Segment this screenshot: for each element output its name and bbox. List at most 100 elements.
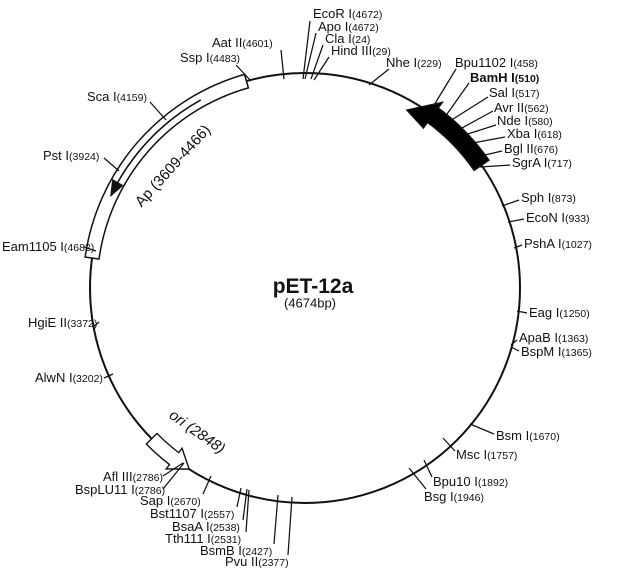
site-label: Sap I(2670) [140,494,201,509]
site-position: (2531) [210,534,242,546]
site-label: PshA I(1027) [524,237,592,252]
leader-line [235,64,252,82]
site-name: Bst1107 I [150,506,204,521]
site-name: Cla I [325,31,352,46]
site-position: (1363) [558,333,589,345]
site-label: BsmB I(2427) [200,544,272,559]
leader-line [510,346,520,352]
site-name: Bpu10 I [433,474,478,489]
site-position: (1027) [561,239,592,251]
site-label: Sph I(873) [521,191,576,206]
leader-line [83,246,97,252]
site-name: ApaB I [519,330,559,345]
leader-line [368,68,390,86]
site-position: (2557) [203,509,235,521]
site-position: (2538) [209,522,240,534]
site-label: AlwN I(3202) [35,371,103,386]
site-name: Msc I [456,447,488,462]
leader-line [242,488,248,521]
site-position: (2427) [241,546,273,558]
site-label: Pvu II(2377) [225,555,289,570]
site-name: Avr II [494,100,525,115]
site-label: Sal I(517) [489,86,540,101]
site-name: Sap I [140,493,171,508]
site-label: Hind III(29) [331,44,391,59]
site-position: (4159) [116,92,147,104]
leader-line [103,157,120,172]
site-position: (2786) [132,472,163,484]
leader-line [501,199,520,207]
site-label: Ssp I(4483) [180,51,240,66]
ap-direction-arrowhead [110,178,124,198]
site-label: BspM I(1365) [521,345,592,360]
site-position: (2786) [134,485,166,497]
site-name: BsmB I [200,543,242,558]
site-label: Cla I(24) [325,32,370,47]
site-position: (4483) [209,53,240,65]
site-label: Aat II(4601) [212,36,273,51]
leader-line [423,459,433,478]
site-label: Apo I(4672) [318,20,379,35]
site-name: Pst I [43,148,70,163]
site-name: BspM I [521,344,562,359]
leader-line [245,489,250,533]
leader-line [469,423,495,435]
site-name: EcoN I [526,210,566,225]
plasmid-size: (4674bp) [283,295,337,311]
leader-line [236,487,242,508]
site-name: HgiE II [28,315,68,330]
site-label: Eam1105 I(4682) [2,240,94,255]
site-position: (1757) [487,450,518,462]
leader-line [310,44,324,80]
leader-line [313,56,330,81]
site-position: (4672) [348,22,379,34]
site-position: (4601) [242,38,273,50]
site-name: Bgl II [504,141,534,156]
leader-line [479,164,511,168]
site-position: (2670) [170,496,201,508]
site-name: Sal I [489,85,516,100]
site-position: (717) [547,158,572,170]
ap-gene-band [84,73,250,260]
leader-line [507,218,525,223]
site-position: (3372) [67,318,98,330]
leader-line [287,496,293,556]
site-label: Avr II(562) [494,101,549,116]
site-position: (1365) [561,347,592,359]
site-label: HgiE II(3372) [28,316,97,331]
leader-line [510,339,518,346]
leader-line [408,467,427,490]
site-position: (3924) [69,151,100,163]
site-position: (517) [515,88,540,100]
site-name: Eag I [529,305,560,320]
site-label: BsaA I(2538) [172,520,240,535]
leader-line [304,32,317,80]
site-label: EcoN I(933) [526,211,590,226]
site-name: Bpu1102 I [455,55,514,70]
site-label: Bst1107 I(2557) [150,507,234,522]
site-name: BsaA I [172,519,210,534]
site-label: Bgl II(676) [504,142,558,157]
site-name: Aat II [212,35,243,50]
site-label: Afl III(2786) [103,470,163,485]
site-label: EcoR I(4672) [313,7,382,22]
site-position: (873) [551,193,576,205]
site-label: Xba I(618) [507,127,562,142]
leader-line [149,101,167,121]
plasmid-circle [89,72,521,504]
site-label: Bsm I(1670) [496,429,560,444]
site-label: BspLU11 I(2786) [75,483,165,498]
site-position: (1946) [453,492,484,504]
site-label: Tth111 I(2531) [165,532,241,547]
site-position: (562) [524,103,549,115]
site-label: ApaB I(1363) [519,331,588,346]
site-name: AlwN I [35,370,73,385]
leader-line [302,20,311,80]
site-name: Xba I [507,126,538,141]
site-name: PshA I [524,236,562,251]
site-position: (1670) [529,431,560,443]
site-label: Bsg I(1946) [424,490,484,505]
ap-direction-arrow-shaft [117,99,202,183]
